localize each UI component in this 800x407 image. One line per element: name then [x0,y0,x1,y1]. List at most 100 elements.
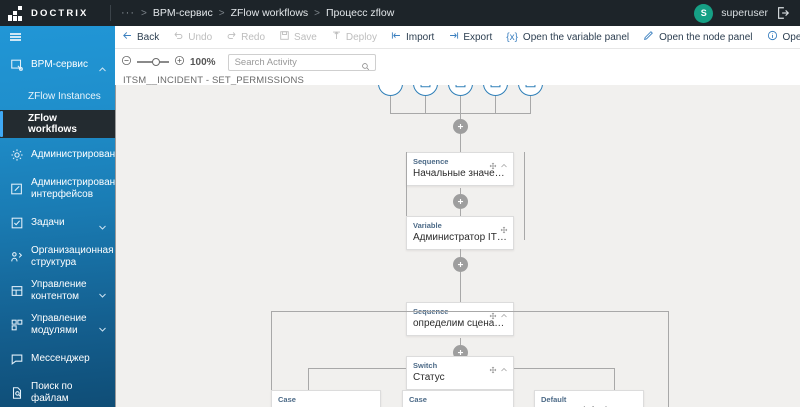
import-label: Import [405,31,435,43]
logout-icon[interactable] [776,6,790,20]
message-node-1[interactable] [413,85,438,96]
avatar[interactable]: S [694,3,714,23]
save-label: Save [294,31,317,43]
breadcrumb-overflow[interactable]: ··· [121,7,135,19]
open-workflow-panel-button[interactable]: Open the workflow panel [760,30,800,44]
open-node-panel-button[interactable]: Open the node panel [636,30,759,44]
breadcrumb-item-0[interactable]: BPM-сервис [152,7,213,19]
circle-empty-icon [378,85,403,96]
breadcrumb-separator: > [218,7,225,19]
username-label: superuser [721,7,768,19]
workflow-canvas[interactable]: Sequence Начальные значения [115,85,800,407]
sidebar-item-label: ZFlow Instances [28,90,101,102]
connector [308,368,309,391]
move-handle-icon[interactable] [489,157,497,175]
activity-card-sequence-scenario[interactable]: Sequence определим сценарий выд... [406,302,514,336]
sidebar-item-label: Администрирование [31,149,115,160]
card-body: Default Execute default [534,390,644,407]
sidebar-item-zflow-workflows[interactable]: ZFlow workflows [0,110,115,138]
deploy-button[interactable]: Deploy [324,26,384,49]
sequence-group-box-1 [406,152,525,240]
sidebar-collapse-toggle[interactable] [0,26,115,48]
open-variable-panel-button[interactable]: {x} Open the variable panel [499,32,636,43]
move-handle-icon[interactable] [489,307,497,325]
sidebar-item-messenger[interactable]: Мессенджер [0,342,115,376]
add-activity-button-1[interactable] [453,119,468,134]
activity-card-sequence-initial-values[interactable]: Sequence Начальные значения [406,152,514,186]
logo-text: DOCTRIX [31,7,89,19]
card-body: Case Черновик [271,390,381,407]
start-node[interactable] [378,85,403,96]
export-icon [448,30,459,44]
sidebar-item-tasks[interactable]: Задачи [0,206,115,240]
add-activity-button-2[interactable] [453,194,468,209]
connector [390,96,391,113]
collapse-chevron-icon[interactable] [500,307,508,325]
message-node-3[interactable] [483,85,508,96]
move-handle-icon[interactable] [489,361,497,379]
activity-card-default-execute[interactable]: Default Execute default [534,390,644,407]
envelope-icon [518,85,543,96]
undo-button[interactable]: Undo [166,26,219,49]
bpm-icon [10,58,24,72]
user-area: S superuser [694,3,800,23]
sidebar-item-interface-administration[interactable]: Администрирование интерфейсов [0,172,115,206]
zoom-slider[interactable] [137,57,169,68]
messenger-icon [10,352,24,366]
breadcrumb-item-1[interactable]: ZFlow workflows [230,7,309,19]
activity-card-case-additional-request[interactable]: Case Запрос дополнительной и... [402,390,514,407]
editor-toolbar: Back Undo Redo Save [115,26,800,49]
redo-label: Redo [241,31,266,43]
message-node-2[interactable] [448,85,473,96]
chevron-down-icon [98,219,107,230]
card-type-label: Case [409,395,427,404]
sidebar-item-zflow-instances[interactable]: ZFlow Instances [0,82,115,110]
redo-button[interactable]: Redo [219,26,272,49]
export-label: Export [463,31,493,43]
export-button[interactable]: Export [441,26,499,49]
sidebar-item-label: BPM-сервис [31,59,89,70]
envelope-icon [413,85,438,96]
plus-icon [453,257,468,272]
add-activity-button-3[interactable] [453,257,468,272]
sidebar-item-content-management[interactable]: Управление контентом [0,274,115,308]
card-body: Sequence Начальные значения [406,152,514,186]
activity-card-switch-status[interactable]: Switch Статус [406,356,514,390]
message-node-4[interactable] [518,85,543,96]
zoom-slider-handle[interactable] [152,58,160,66]
collapse-chevron-icon[interactable] [500,361,508,379]
sidebar-item-label: Администрирование интерфейсов [31,177,115,200]
search-activity-box[interactable] [227,53,376,71]
import-button[interactable]: Import [384,26,441,49]
chevron-up-icon [98,61,107,71]
back-button[interactable]: Back [115,26,166,49]
sidebar-item-file-search[interactable]: Поиск по файлам [0,376,115,407]
canvas-controls: 100% [115,49,800,75]
deploy-icon [331,30,342,44]
card-type-label: Case [278,395,296,404]
connector [614,368,615,391]
connector [425,96,426,113]
collapse-chevron-icon[interactable] [500,157,508,175]
zoom-controls: 100% [121,53,216,71]
plus-icon [453,119,468,134]
zoom-out-icon[interactable] [121,53,132,71]
variable-icon: {x} [506,31,518,43]
move-handle-icon[interactable] [500,221,508,239]
zoom-in-icon[interactable] [174,53,185,71]
activity-card-variable-itsm-admin[interactable]: Variable Администратор ITSM [406,216,514,250]
sidebar-item-module-management[interactable]: Управление модулями [0,308,115,342]
save-button[interactable]: Save [272,26,324,49]
sidebar-item-bpm[interactable]: BPM-сервис [0,48,115,82]
connector [460,96,461,113]
sidebar-item-administration[interactable]: Администрирование [0,138,115,172]
app-logo[interactable]: DOCTRIX [0,5,108,21]
activity-card-case-draft[interactable]: Case Черновик [271,390,381,407]
breadcrumb-separator: > [141,7,147,19]
card-tools [489,157,508,175]
search-input[interactable] [228,54,375,70]
sidebar-item-org-structure[interactable]: Организационная структура [0,240,115,274]
breadcrumb-item-2[interactable]: Процесс zflow [326,7,395,19]
doctrix-logo-icon [8,5,25,21]
connector [530,96,531,113]
